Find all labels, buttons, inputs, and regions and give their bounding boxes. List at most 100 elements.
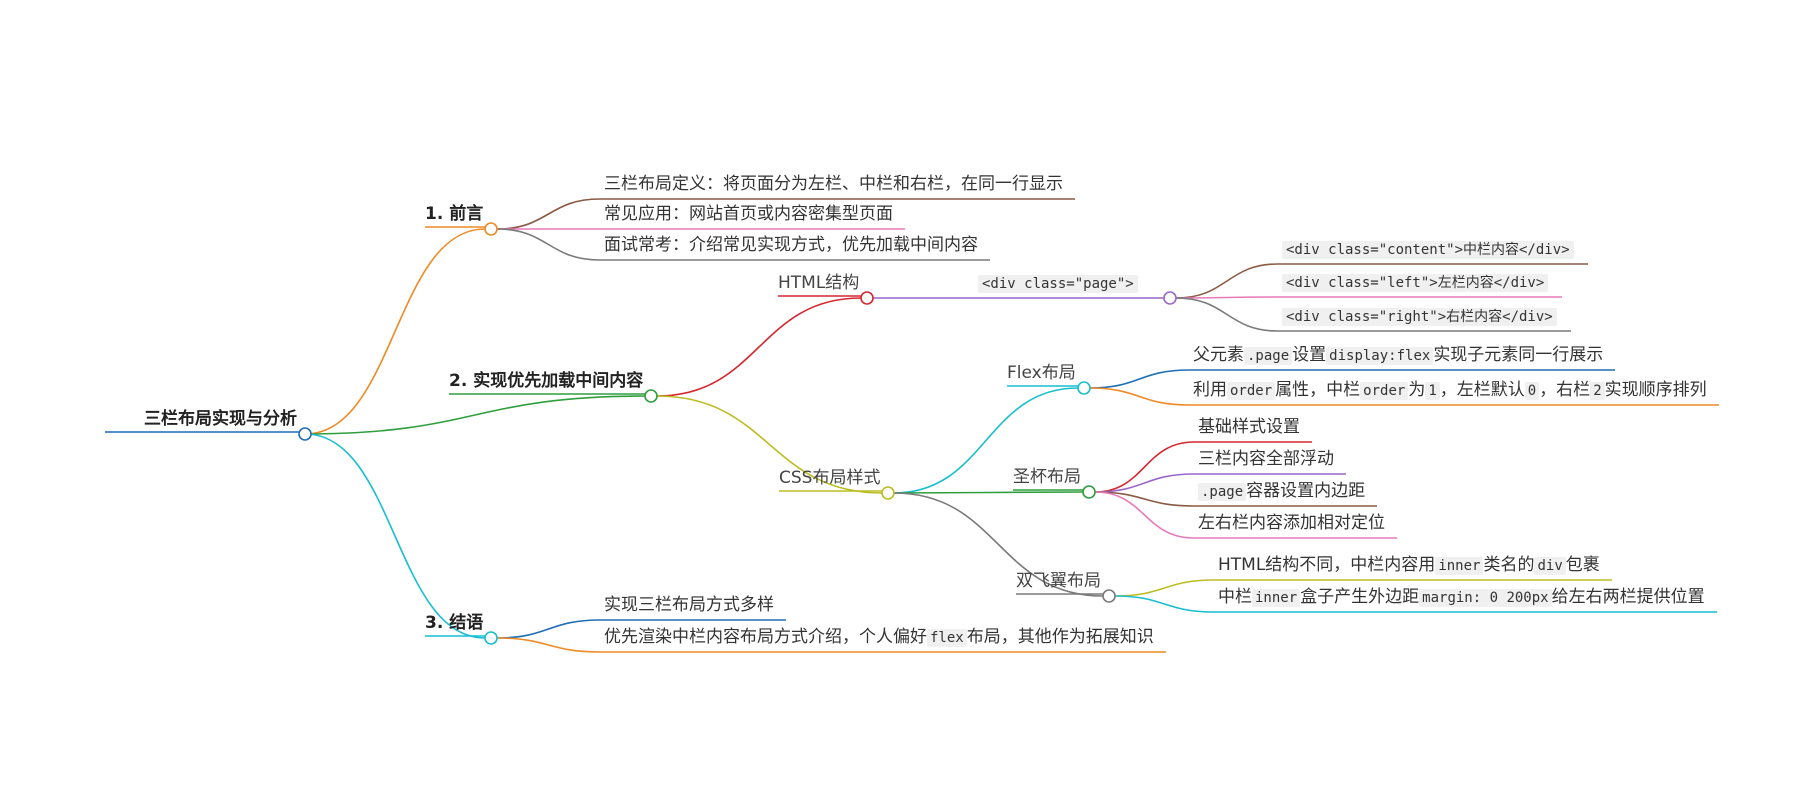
intro-leaf-link: [496, 228, 601, 261]
wing-leaf-link: [1114, 579, 1215, 597]
leaf-text: 实现三栏布局方式多样: [604, 595, 774, 615]
root-to-intro-link: [304, 228, 486, 435]
inline-code: inner: [1252, 589, 1301, 607]
inline-code: 1: [1425, 382, 1440, 400]
leaf-text: 给左右两栏提供位置: [1551, 587, 1705, 607]
inline-code: order: [1227, 382, 1276, 400]
conclusion-node-dot: [484, 631, 498, 645]
leaf-text: 父元素: [1193, 345, 1244, 365]
leaf-text: HTML结构不同，中栏内容用: [1218, 555, 1436, 575]
page-child-code: <div class="content">中栏内容</div>: [1282, 238, 1574, 261]
leaf-text: 左右栏内容添加相对定位: [1198, 513, 1385, 533]
grail-leaf: 三栏内容全部浮动: [1198, 448, 1334, 470]
intro-leaf: 三栏布局定义：将页面分为左栏、中栏和右栏，在同一行显示: [604, 174, 1063, 194]
inline-code: display:flex: [1326, 347, 1434, 365]
leaf-text: ，左栏默认: [1439, 380, 1525, 400]
flex-layout-dot: [1077, 381, 1091, 395]
flex-leaf-link: [1089, 369, 1190, 389]
css-to-grail-link: [893, 491, 1084, 494]
leaf-text: 布局，其他作为拓展知识: [966, 627, 1154, 647]
grail-layout-node: 圣杯布局: [1013, 467, 1081, 487]
leaf-text: 实现顺序排列: [1604, 380, 1707, 400]
leaf-text: 中栏: [1218, 587, 1252, 607]
inline-code: order: [1360, 382, 1409, 400]
wing-layout-node: 双飞翼布局: [1016, 571, 1101, 591]
page-child-code: <div class="left">左栏内容</div>: [1282, 271, 1549, 294]
flex-leaf-link: [1089, 387, 1190, 406]
inline-code: 0: [1524, 382, 1540, 400]
leaf-text: 利用: [1193, 380, 1227, 400]
code-text: <div class="content">中栏内容</div>: [1282, 241, 1574, 259]
intro-leaf: 常见应用：网站首页或内容密集型页面: [604, 204, 893, 224]
page-child-link: [1175, 296, 1279, 299]
css-layout-dot: [881, 486, 895, 500]
css-to-wing-link: [893, 492, 1104, 597]
conclusion-leaf-link: [496, 619, 601, 639]
grail-leaf: 左右栏内容添加相对定位: [1198, 512, 1385, 534]
css-to-flex-link: [893, 387, 1079, 494]
page-child-code: <div class="right">右栏内容</div>: [1282, 305, 1557, 328]
impl-node-dot: [644, 389, 658, 403]
grail-leaf-link: [1094, 473, 1195, 493]
inline-code: inner: [1435, 557, 1484, 575]
code-text: <div class="page">: [978, 275, 1138, 293]
leaf-text: 盒子产生外边距: [1300, 587, 1420, 607]
page-div-dot: [1163, 291, 1177, 305]
leaf-text: 容器设置内边距: [1246, 481, 1366, 501]
branch-conclusion: 3. 结语: [425, 613, 484, 633]
intro-node-dot: [484, 222, 498, 236]
inline-code: 2: [1590, 382, 1605, 400]
leaf-text: 设置: [1292, 345, 1327, 365]
root-node: 三栏布局实现与分析: [144, 409, 297, 429]
intro-leaf: 面试常考：介绍常见实现方式，优先加载中间内容: [604, 235, 978, 255]
root-node-dot: [298, 427, 312, 441]
conclusion-leaf: 实现三栏布局方式多样: [604, 594, 774, 616]
inline-code: div: [1534, 557, 1566, 575]
wing-leaf-link: [1114, 595, 1215, 613]
page-div-node: <div class="page">: [978, 272, 1138, 295]
branch-impl: 2. 实现优先加载中间内容: [449, 371, 644, 391]
css-layout-node: CSS布局样式: [779, 468, 881, 488]
conclusion-leaf-link: [496, 637, 601, 653]
flex-layout-node: Flex布局: [1007, 363, 1076, 383]
root-to-impl-link: [304, 395, 646, 435]
branch-intro: 1. 前言: [425, 204, 484, 224]
code-text: <div class="right">右栏内容</div>: [1282, 308, 1557, 326]
grail-layout-dot: [1082, 485, 1096, 499]
code-text: <div class="left">左栏内容</div>: [1282, 274, 1549, 292]
grail-leaf: 基础样式设置: [1198, 416, 1300, 438]
root-to-conclusion-link: [304, 433, 486, 639]
page-child-link: [1175, 297, 1279, 332]
inline-code: margin: 0 200px: [1419, 589, 1552, 607]
wing-layout-dot: [1102, 589, 1116, 603]
inline-code: .page: [1198, 483, 1247, 501]
page-child-link: [1175, 263, 1279, 299]
leaf-text: 包裹: [1565, 555, 1600, 575]
impl-to-css-link: [656, 395, 883, 494]
leaf-text: 类名的: [1483, 555, 1535, 575]
leaf-text: 优先渲染中栏内容布局方式介绍，个人偏好: [604, 627, 927, 647]
html-structure-node: HTML结构: [778, 273, 860, 293]
html-structure-dot: [860, 291, 874, 305]
grail-leaf-link: [1094, 491, 1195, 507]
impl-to-html-link: [656, 297, 862, 397]
leaf-text: 为: [1408, 380, 1426, 400]
leaf-text: 属性，中栏: [1275, 380, 1361, 400]
grail-leaf-link: [1094, 491, 1195, 539]
leaf-text: 三栏内容全部浮动: [1198, 449, 1334, 469]
leaf-text: 基础样式设置: [1198, 417, 1300, 437]
leaf-text: ，右栏: [1539, 380, 1591, 400]
leaf-text: 实现子元素同一行展示: [1433, 345, 1604, 365]
inline-code: flex: [927, 629, 967, 647]
grail-leaf-link: [1094, 441, 1195, 493]
intro-leaf-link: [496, 198, 601, 230]
inline-code: .page: [1244, 347, 1293, 365]
